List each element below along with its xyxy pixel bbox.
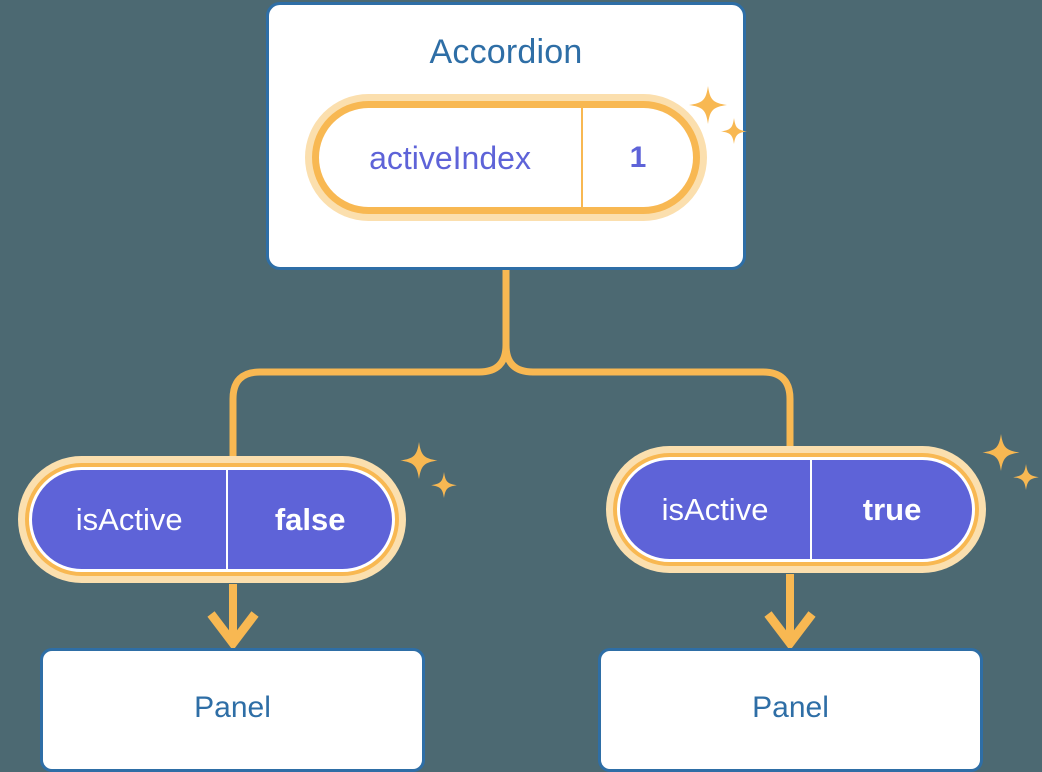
- state-value-label: false: [274, 502, 346, 537]
- panel-card-left: Panel: [40, 648, 425, 772]
- arrow-left-head: [207, 611, 259, 651]
- connector-branch-left: [229, 341, 510, 466]
- panel-label: Panel: [752, 691, 829, 724]
- panel-label: Panel: [194, 691, 271, 724]
- state-key-label: activeIndex: [369, 139, 531, 176]
- pill-divider: [581, 108, 583, 207]
- state-pill-active-index[interactable]: activeIndex 1: [305, 94, 707, 221]
- state-key-label: isActive: [75, 502, 183, 537]
- pill-divider: [810, 460, 813, 559]
- pill-body: activeIndex 1: [319, 108, 693, 207]
- state-pill-is-active-false[interactable]: isActive false: [18, 456, 406, 583]
- connector-branch-right: [502, 341, 794, 456]
- pill-body: isActive true: [617, 457, 975, 562]
- state-value-label: true: [862, 492, 922, 527]
- state-pill-is-active-true[interactable]: isActive true: [606, 446, 986, 573]
- accordion-title: Accordion: [429, 33, 583, 71]
- sparkles-icon: [400, 442, 457, 498]
- sparkles-icon: [982, 434, 1039, 490]
- arrow-right-head: [764, 611, 816, 651]
- state-value-label: 1: [629, 140, 647, 174]
- pill-ring: isActive false: [25, 463, 399, 576]
- pill-ring: isActive true: [613, 453, 979, 566]
- pill-body: isActive false: [29, 467, 395, 572]
- pill-ring: activeIndex 1: [312, 101, 700, 214]
- state-key-label: isActive: [661, 492, 769, 527]
- pill-divider: [226, 470, 229, 569]
- panel-card-right: Panel: [598, 648, 983, 772]
